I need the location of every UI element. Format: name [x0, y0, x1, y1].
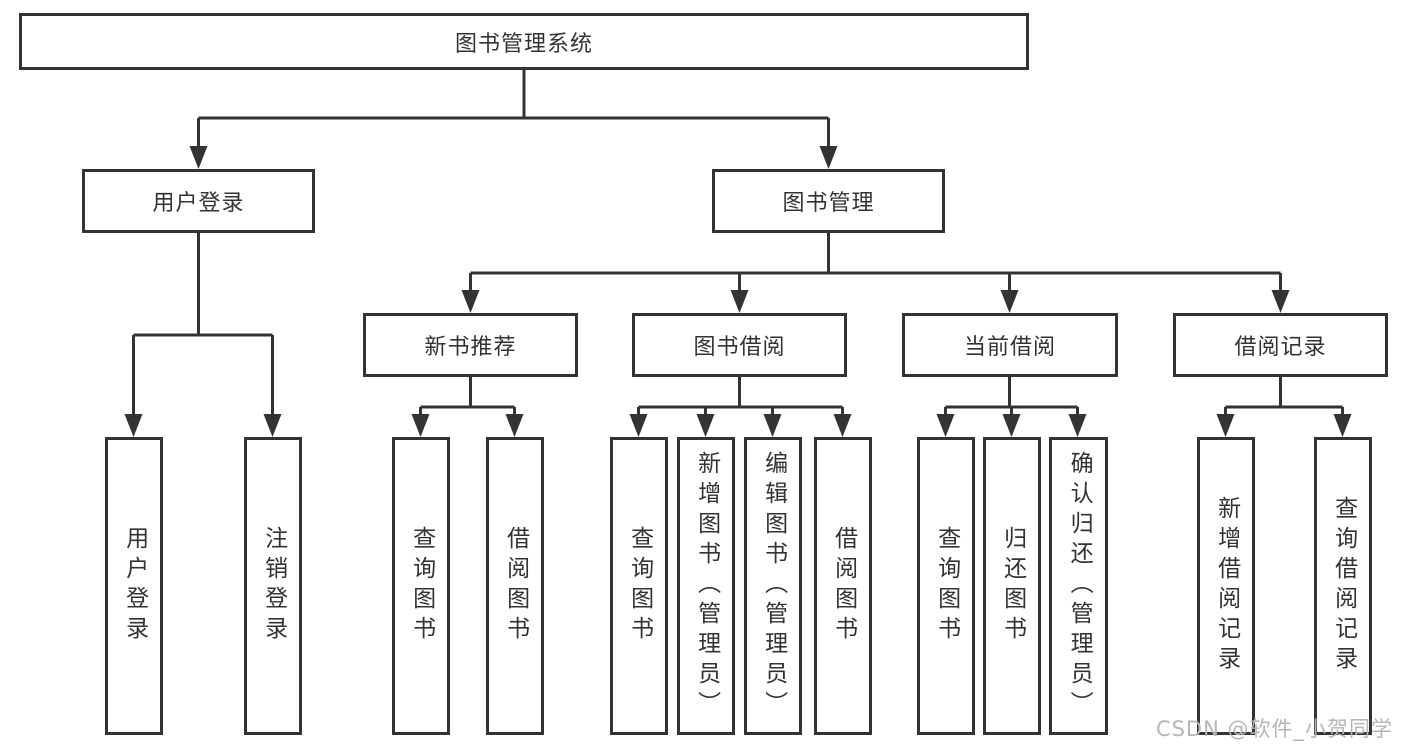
leaf-user-login: 用户登录 — [105, 437, 163, 735]
leaf-nbr-borrow-books: 借阅图书 — [486, 437, 544, 735]
leaf-br-add-borrow-record: 新增借阅记录 — [1197, 437, 1255, 735]
watermark: CSDN @软件_小贺同学 — [1155, 717, 1393, 741]
connector-segments — [132, 70, 1344, 414]
leaf-logout-login: 注销登录 — [244, 437, 302, 735]
leaf-bb-query-books: 查询图书 — [610, 437, 668, 735]
leaf-logout-login-label: 注销登录 — [260, 526, 287, 646]
node-book-borrowing: 图书借阅 — [632, 313, 847, 377]
leaf-br-query-borrow-record: 查询借阅记录 — [1314, 437, 1372, 735]
node-book-management-label: 图书管理 — [782, 191, 875, 216]
leaf-bb-borrow-books: 借阅图书 — [814, 437, 872, 735]
node-book-borrowing-label: 图书借阅 — [693, 335, 786, 360]
leaf-bb-edit-books-admin-label: 编辑图书（管理员） — [760, 451, 787, 721]
node-new-book-recommend: 新书推荐 — [363, 313, 578, 377]
leaf-cb-return-books-label: 归还图书 — [999, 526, 1026, 646]
leaf-user-login-label: 用户登录 — [121, 526, 148, 646]
node-library-system-label: 图书管理系统 — [454, 31, 593, 57]
leaf-br-query-borrow-record-label: 查询借阅记录 — [1330, 496, 1357, 676]
leaf-nbr-borrow-books-label: 借阅图书 — [502, 526, 529, 646]
leaf-br-add-borrow-record-label: 新增借阅记录 — [1213, 496, 1240, 676]
leaf-cb-query-books: 查询图书 — [917, 437, 975, 735]
leaf-nbr-query-books-label: 查询图书 — [408, 526, 435, 646]
leaf-cb-query-books-label: 查询图书 — [933, 526, 960, 646]
leaf-bb-borrow-books-label: 借阅图书 — [830, 526, 857, 646]
node-book-management: 图书管理 — [712, 169, 945, 233]
leaf-bb-add-books-admin: 新增图书（管理员） — [677, 437, 735, 735]
leaf-cb-return-books: 归还图书 — [983, 437, 1041, 735]
node-user-login-label: 用户登录 — [152, 191, 245, 216]
leaf-bb-query-books-label: 查询图书 — [626, 526, 653, 646]
node-borrowing-records: 借阅记录 — [1173, 313, 1388, 377]
arrowhead-icons — [124, 146, 1352, 437]
node-current-borrowing: 当前借阅 — [902, 313, 1118, 377]
leaf-nbr-query-books: 查询图书 — [392, 437, 450, 735]
node-new-book-recommend-label: 新书推荐 — [424, 335, 517, 360]
node-current-borrowing-label: 当前借阅 — [963, 335, 1056, 360]
leaf-cb-confirm-return-admin: 确认归还（管理员） — [1049, 437, 1108, 735]
node-library-system: 图书管理系统 — [19, 13, 1029, 70]
node-user-login: 用户登录 — [82, 169, 315, 233]
node-borrowing-records-label: 借阅记录 — [1234, 335, 1327, 360]
leaf-cb-confirm-return-admin-label: 确认归还（管理员） — [1066, 451, 1093, 721]
leaf-bb-add-books-admin-label: 新增图书（管理员） — [693, 451, 720, 721]
leaf-bb-edit-books-admin: 编辑图书（管理员） — [744, 437, 802, 735]
